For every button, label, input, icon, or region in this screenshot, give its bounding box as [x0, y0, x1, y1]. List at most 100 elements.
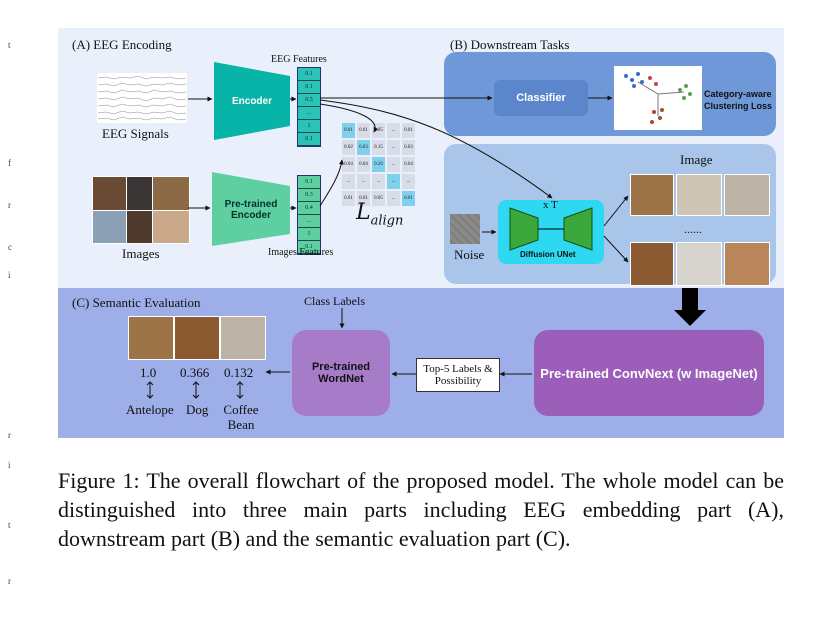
generated-image-spoon — [724, 174, 770, 216]
generated-image-label: Image — [680, 152, 713, 167]
result-score: 1.0 — [140, 365, 157, 380]
images-features-label: Images Features — [268, 247, 334, 258]
pretrained-encoder-block — [212, 172, 290, 246]
feature-cell: 0.1 — [298, 176, 320, 189]
margin-mark: r — [8, 430, 11, 440]
image-thumbnail — [152, 176, 190, 212]
result-name: Coffee Bean — [223, 402, 259, 432]
generated-image-bottle — [724, 242, 770, 286]
matrix-cell: ... — [387, 123, 400, 138]
matrix-cell: 0.02 — [342, 140, 355, 155]
convnext-label: Pre-trained ConvNext (w ImageNet) — [534, 330, 764, 416]
matrix-cell: ... — [387, 174, 400, 189]
margin-mark: t — [8, 520, 11, 530]
matrix-cell: ... — [387, 191, 400, 206]
feature-cell: ... — [298, 215, 320, 228]
feature-cell: 0.1 — [298, 81, 320, 94]
diffusion-unet-label: Diffusion UNet — [520, 250, 576, 259]
feature-cell: ... — [298, 107, 320, 120]
class-labels-label: Class Labels — [304, 294, 365, 308]
matrix-cell: 0.04 — [342, 157, 355, 172]
align-loss-label: Lalign — [356, 200, 403, 228]
matrix-cell: ... — [402, 174, 415, 189]
matrix-cell: 0.01 — [357, 123, 370, 138]
matrix-cell: 0.20 — [372, 157, 385, 172]
figure-caption: Figure 1: The overall flowchart of the p… — [58, 468, 784, 551]
feature-cell: 0.1 — [298, 68, 320, 81]
result-score: 0.132 — [224, 365, 254, 380]
panel-c-title: (C) Semantic Evaluation — [72, 295, 201, 310]
matrix-cell: 0.15 — [372, 140, 385, 155]
eeg-feature-vector: 0.1 0.1 0.5 ... 1 0.1 — [297, 67, 321, 147]
noise-image — [450, 214, 480, 244]
matrix-cell: ... — [357, 174, 370, 189]
generated-image-coffee — [676, 174, 722, 216]
encoder-block — [214, 62, 290, 140]
image-feature-vector: 0.1 0.3 0.4 ... 1 0.1 — [297, 175, 321, 255]
align-loss-symbol: L — [356, 200, 371, 225]
matrix-cell: ... — [387, 140, 400, 155]
big-down-arrow — [674, 288, 706, 326]
eval-image-coffee-bean — [220, 316, 266, 360]
margin-mark: i — [8, 460, 11, 470]
matrix-cell: ... — [342, 174, 355, 189]
image-thumbnail — [152, 210, 190, 244]
result-score: 0.366 — [180, 365, 210, 380]
classifier-label: Classifier — [494, 80, 588, 116]
unet-shape — [509, 207, 593, 251]
matrix-cell: 0.01 — [342, 191, 355, 206]
generated-image-dog — [630, 242, 674, 286]
result-name: Antelope — [126, 402, 174, 417]
eval-image-antelope — [128, 316, 174, 360]
generated-image-room — [676, 242, 722, 286]
eeg-features-label: EEG Features — [271, 54, 327, 65]
matrix-cell: 0.03 — [357, 140, 370, 155]
encoder-label: Encoder — [231, 95, 272, 107]
align-loss-subscript: align — [370, 213, 404, 229]
matrix-cell: 0.01 — [402, 191, 415, 206]
eeg-signals-plot — [96, 72, 188, 124]
matrix-cell: 0.04 — [357, 157, 370, 172]
feature-cell: 0.4 — [298, 202, 320, 215]
wordnet-label: Pre-trained WordNet — [292, 330, 390, 416]
feature-cell: 0.5 — [298, 94, 320, 107]
images-collage — [92, 176, 190, 244]
pretrained-encoder-label: Pre-trained Encoder — [224, 199, 278, 221]
margin-mark: c — [8, 242, 12, 252]
matrix-cell: 0.01 — [402, 123, 415, 138]
matrix-cell: ... — [372, 174, 385, 189]
clustering-loss-label: Category-aware Clustering Loss — [704, 89, 773, 111]
margin-mark: i — [8, 270, 11, 280]
images-label: Images — [122, 246, 160, 261]
generated-image-antelope — [630, 174, 674, 216]
clustering-scatter — [614, 66, 702, 130]
margin-mark: r — [8, 576, 11, 586]
eval-image-dog — [174, 316, 220, 360]
margin-mark: r — [8, 200, 11, 210]
result-name: Dog — [186, 402, 209, 417]
more-images-dots: ...... — [684, 222, 702, 236]
alignment-matrix: 0.01 0.01 0.05 ... 0.01 0.02 0.03 0.15 .… — [342, 123, 430, 206]
feature-cell: 0.1 — [298, 241, 320, 254]
matrix-cell: 0.04 — [402, 157, 415, 172]
panel-b-title: (B) Downstream Tasks — [450, 37, 570, 52]
image-thumbnail — [126, 210, 154, 244]
feature-cell: 1 — [298, 228, 320, 241]
matrix-cell: 0.05 — [372, 191, 385, 206]
feature-cell: 1 — [298, 120, 320, 133]
times-t-label: x T — [543, 199, 558, 211]
matrix-cell: 0.03 — [402, 140, 415, 155]
feature-cell: 0.1 — [298, 133, 320, 146]
feature-cell: 0.3 — [298, 189, 320, 202]
eeg-signals-label: EEG Signals — [102, 126, 169, 141]
noise-label: Noise — [454, 247, 485, 262]
image-thumbnail — [92, 210, 128, 244]
matrix-cell: 0.01 — [357, 191, 370, 206]
panel-a-title: (A) EEG Encoding — [72, 37, 172, 52]
top5-label: Top-5 Labels & Possibility — [416, 358, 500, 392]
matrix-cell: 0.01 — [342, 123, 355, 138]
matrix-cell: ... — [387, 157, 400, 172]
margin-mark: t — [8, 40, 11, 50]
margin-mark: f — [8, 158, 11, 168]
